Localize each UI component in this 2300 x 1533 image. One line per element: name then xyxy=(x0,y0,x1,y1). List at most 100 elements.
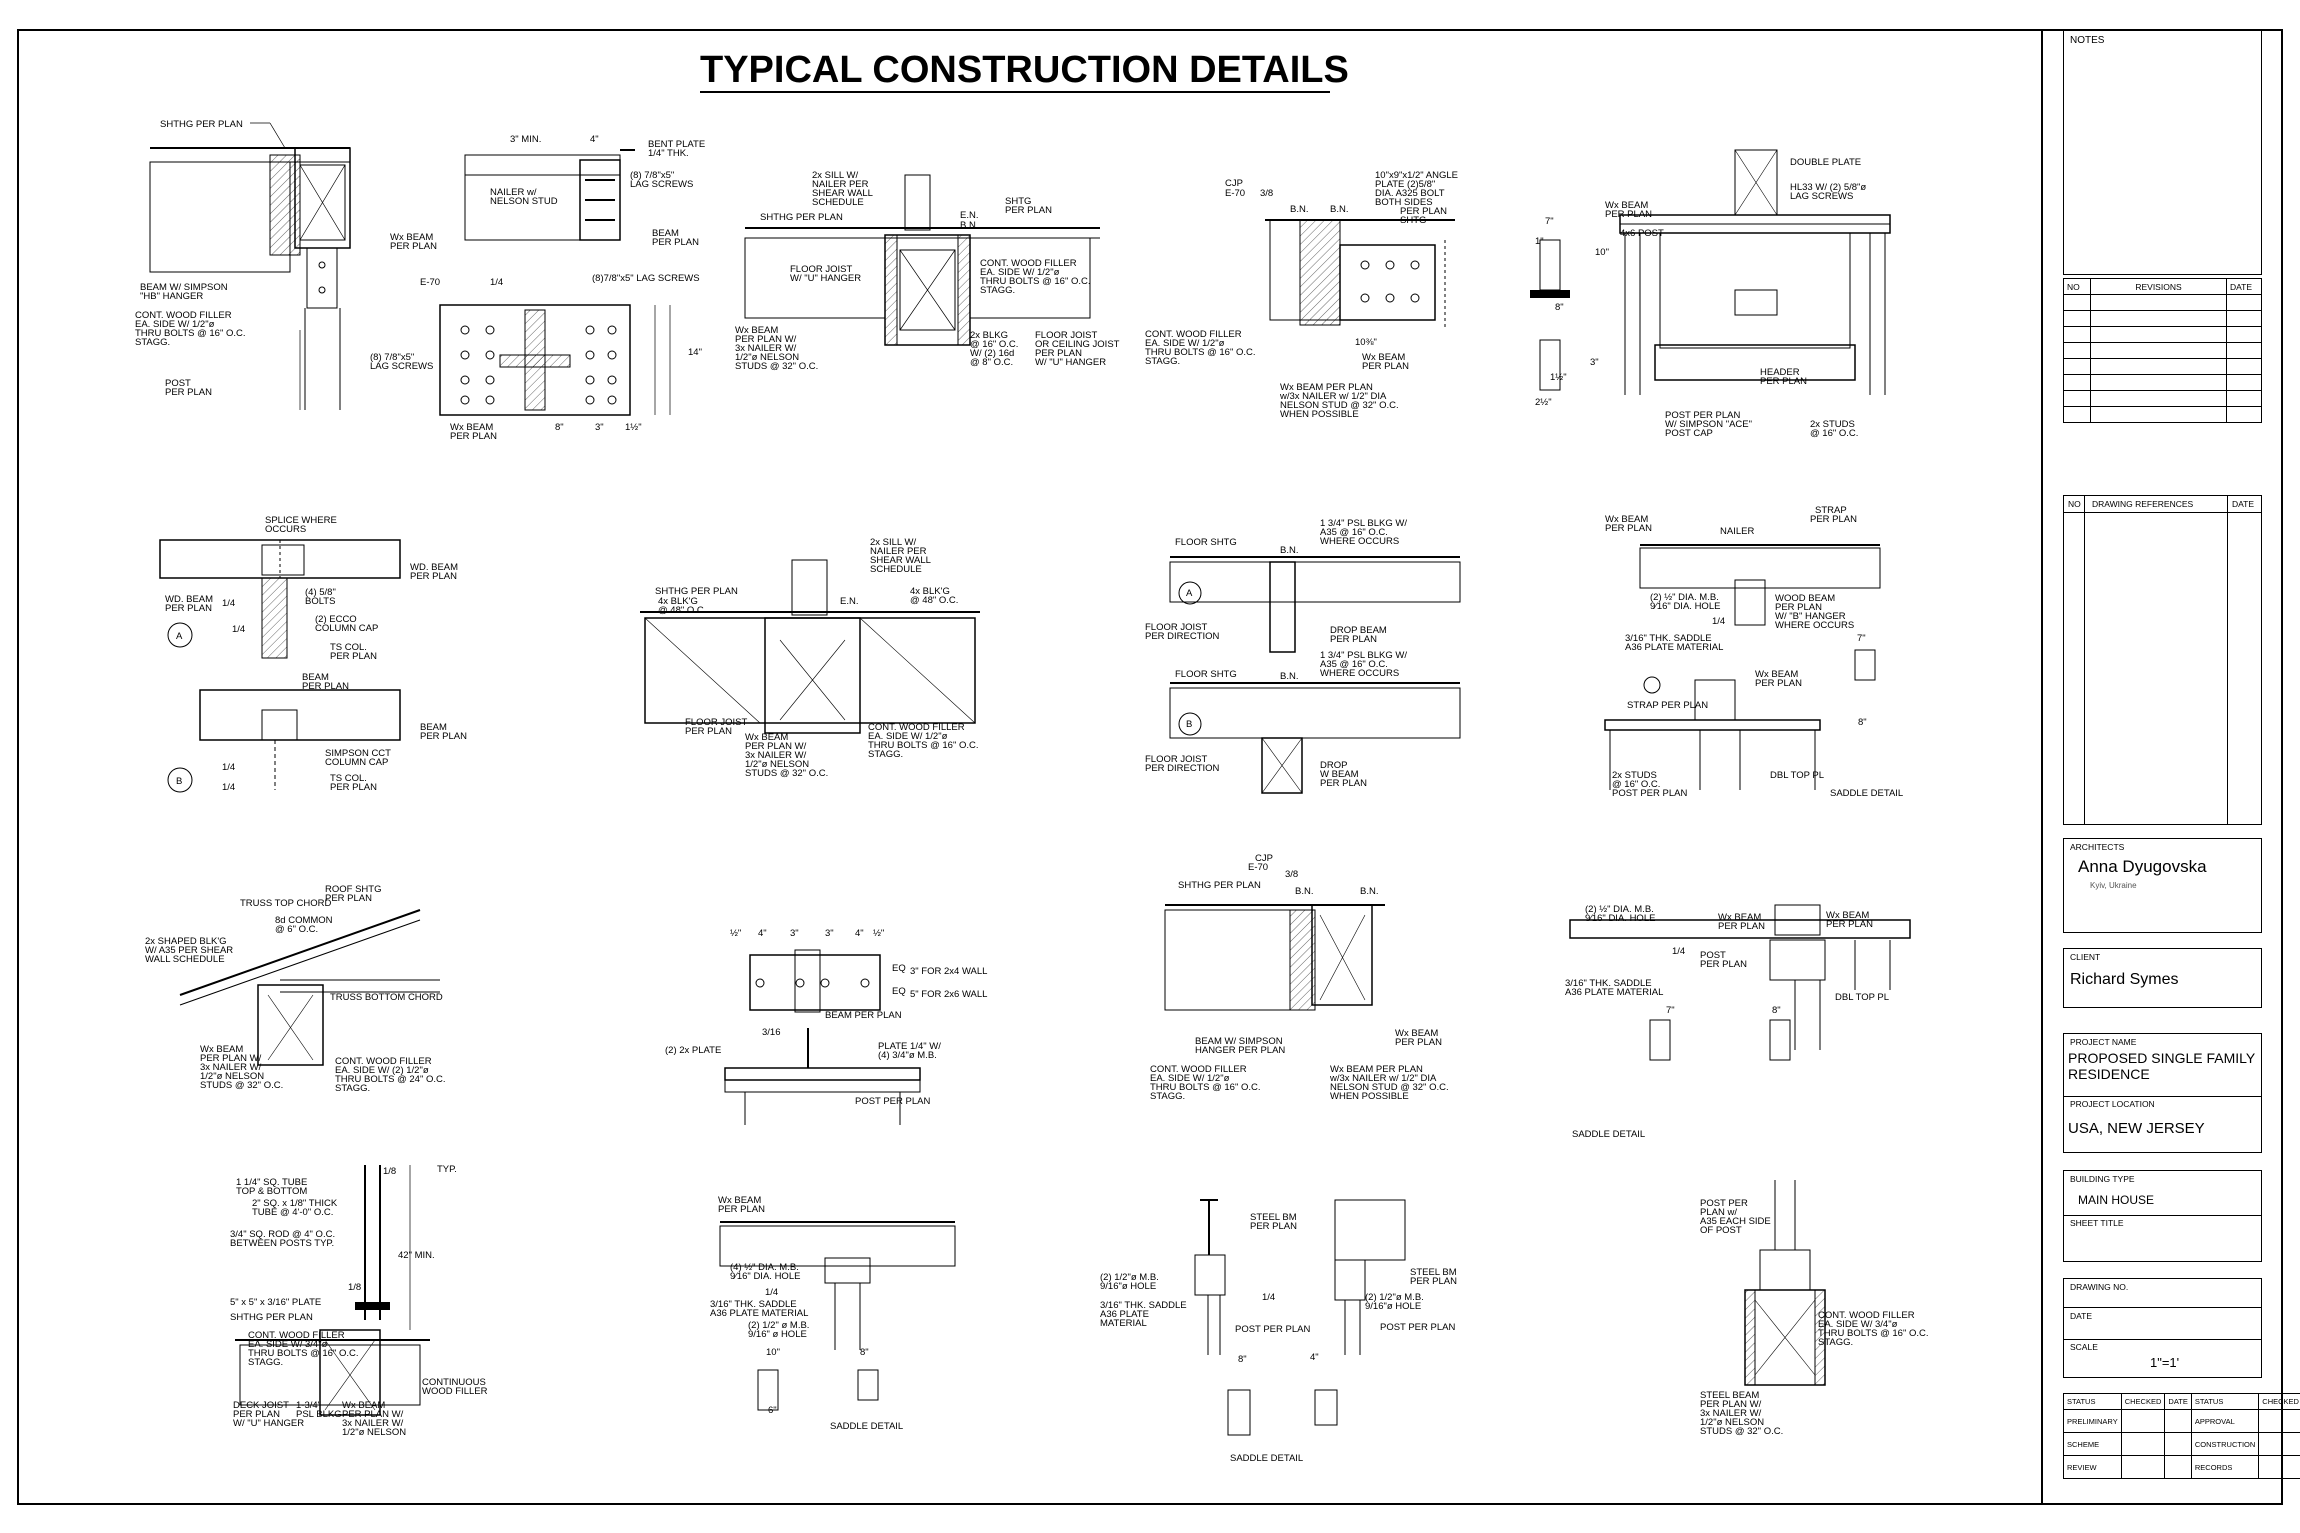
detail-truss xyxy=(179,909,440,1066)
d2-label: E-70 xyxy=(420,277,440,288)
building-type-label: BUILDING TYPE xyxy=(2070,1174,2135,1184)
d12-label: (2) 2x PLATE xyxy=(665,1045,721,1056)
d14-label: Wx BEAM xyxy=(1826,910,1869,921)
rev-no-header: NO xyxy=(2063,278,2091,295)
d14-label: DBL TOP PL xyxy=(1835,992,1889,1003)
drawing-info-box: DRAWING NO. DATE SCALE 1"=1' xyxy=(2063,1278,2262,1378)
d10-label: (2) ½" DIA. M.B. xyxy=(1650,592,1719,603)
d16-label: A36 PLATE MATERIAL xyxy=(710,1308,808,1319)
d18-label: PLAN w/ xyxy=(1700,1207,1737,1218)
d8-label: EA. SIDE W/ 1/2"ø xyxy=(868,731,948,742)
d4-label: PLATE (2)5/8" xyxy=(1375,179,1435,190)
d8-label: 3x NAILER W/ xyxy=(745,750,807,761)
d5-label: HEADER xyxy=(1760,367,1800,378)
d2-label: 8" xyxy=(555,422,564,433)
d5-label: 2x STUDS xyxy=(1810,419,1855,430)
d17-label: MATERIAL xyxy=(1100,1318,1147,1329)
d8-label: PER PLAN xyxy=(685,726,732,737)
detail-beam-saddle-1 xyxy=(719,1221,956,1411)
d17-label: 1/4 xyxy=(1262,1292,1275,1303)
d18-label: PER PLAN W/ xyxy=(1700,1399,1762,1410)
d12-label: POST PER PLAN xyxy=(855,1096,930,1107)
d6-label: OCCURS xyxy=(265,524,306,535)
d13-label: B.N. xyxy=(1360,886,1378,897)
d9-label: 1 3/4" PSL BLKG W/ xyxy=(1320,650,1407,661)
d8-label: 4x BLK'G xyxy=(658,596,698,607)
d4-label: B.N. xyxy=(1290,204,1308,215)
revisions-table: NO REVISIONS DATE xyxy=(2063,278,2262,423)
d11-label: PER PLAN xyxy=(325,893,372,904)
d7-label: 1/4 xyxy=(222,782,235,793)
d18-label: STUDS @ 32" O.C. xyxy=(1700,1426,1783,1437)
d13-label: SHTHG PER PLAN xyxy=(1178,880,1261,891)
d13-label: WHEN POSSIBLE xyxy=(1330,1091,1409,1102)
d1-label: EA. SIDE W/ 1/2"ø xyxy=(135,319,215,330)
d8-label: PER PLAN W/ xyxy=(745,741,807,752)
d8-label: Wx BEAM xyxy=(745,732,788,743)
d2-label: 3" MIN. xyxy=(510,134,541,145)
d18-label: THRU BOLTS @ 16" O.C. xyxy=(1818,1328,1929,1339)
d9-label: FLOOR SHTG xyxy=(1175,669,1237,680)
detail-railing xyxy=(235,1165,430,1416)
d3-label: PER PLAN xyxy=(1035,348,1082,359)
d12-label: 3" xyxy=(790,928,799,939)
d16-label: 9⁄16" DIA. HOLE xyxy=(730,1271,800,1282)
d18-label: OF POST xyxy=(1700,1225,1742,1236)
rev-date-header: DATE xyxy=(2226,278,2262,295)
d15-label: 2" SQ. x 1/8" THICK xyxy=(252,1198,338,1209)
d6-label: (4) 5/8" xyxy=(305,587,336,598)
d10-label: 9⁄16" DIA. HOLE xyxy=(1650,601,1720,612)
d3-label: 2x BLKG xyxy=(970,330,1008,341)
d10-label: SADDLE DETAIL xyxy=(1830,788,1903,799)
d17-label: 9/16"ø HOLE xyxy=(1365,1301,1421,1312)
d14-label: (2) ½" DIA. M.B. xyxy=(1585,904,1654,915)
d3-label: FLOOR JOIST xyxy=(1035,330,1097,341)
d2-label: Wx BEAM xyxy=(390,232,433,243)
d12-label: 3" FOR 2x4 WALL xyxy=(910,966,987,977)
d12-label: EQ xyxy=(892,963,906,974)
d2-label: Wx BEAM xyxy=(450,422,493,433)
references-box: NO DRAWING REFERENCES DATE xyxy=(2063,495,2262,825)
client-label: CLIENT xyxy=(2070,952,2101,962)
d3-label: 3x NAILER W/ xyxy=(735,343,797,354)
project-name-label: PROJECT NAME xyxy=(2070,1037,2137,1047)
d15-label: BETWEEN POSTS TYP. xyxy=(230,1238,334,1249)
d10-label: PER PLAN xyxy=(1755,678,1802,689)
d8-label: STUDS @ 32" O.C. xyxy=(745,768,828,779)
d3-label: CONT. WOOD FILLER xyxy=(980,258,1077,269)
d5-label: 1½" xyxy=(1550,372,1567,383)
d11-label: W/ A35 PER SHEAR xyxy=(145,945,233,956)
status-header: CHECKED xyxy=(2120,1393,2166,1410)
d9-label: W BEAM xyxy=(1320,769,1359,780)
d12-label: 3" xyxy=(825,928,834,939)
d3-label: SHEAR WALL xyxy=(812,188,873,199)
d17-label: POST PER PLAN xyxy=(1380,1322,1455,1333)
project-location-label: PROJECT LOCATION xyxy=(2070,1099,2155,1109)
detail-splice-a xyxy=(159,539,401,659)
d16-label: Wx BEAM xyxy=(718,1195,761,1206)
d5-label: LAG SCREWS xyxy=(1790,191,1853,202)
d13-label: HANGER PER PLAN xyxy=(1195,1045,1285,1056)
d4-label: PER PLAN xyxy=(1362,361,1409,372)
d15-label: TYP. xyxy=(437,1164,457,1175)
d10-label: WHERE OCCURS xyxy=(1775,620,1854,631)
d6-label: 1/4 xyxy=(222,598,235,609)
d6-label: 1/4 xyxy=(232,624,245,635)
d13-label: BEAM W/ SIMPSON xyxy=(1195,1036,1283,1047)
detail-steel-beam-saddle xyxy=(1194,1199,1406,1436)
d18-label: STAGG. xyxy=(1818,1337,1853,1348)
d11-label: EA. SIDE W/ (2) 1/2"ø xyxy=(335,1065,429,1076)
detail-drop-beam xyxy=(1169,556,1461,794)
status-cell: APPROVAL xyxy=(2190,1409,2260,1433)
d11-label: STAGG. xyxy=(335,1083,370,1094)
architects-box: ARCHITECTS Anna Dyugovska Kyiv, Ukraine xyxy=(2063,838,2262,933)
d4-label: 3/8 xyxy=(1260,188,1273,199)
d5-label: PER PLAN xyxy=(1760,376,1807,387)
d9-label: B xyxy=(1186,719,1192,730)
d11-label: ROOF SHTG xyxy=(325,884,381,895)
d3-label: OR CEILING JOIST xyxy=(1035,339,1120,350)
d5-label: HL33 W/ (2) 5/8"ø xyxy=(1790,182,1866,193)
status-table: STATUSCHECKEDDATESTATUSCHECKEDDATE PRELI… xyxy=(2063,1393,2300,1479)
d12-label: (4) 3/4"ø M.B. xyxy=(878,1050,937,1061)
